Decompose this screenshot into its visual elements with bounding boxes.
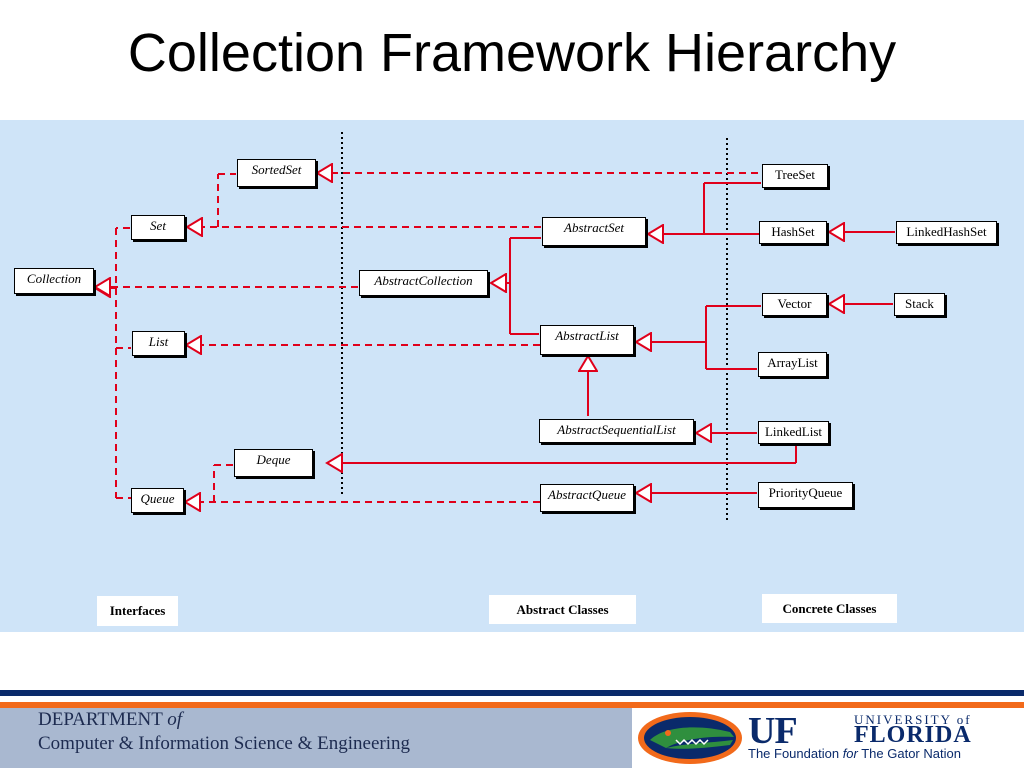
node-linkedhashset: LinkedHashSet <box>896 221 997 244</box>
department-banner: DEPARTMENT of Computer & Information Sci… <box>0 708 632 768</box>
gator-logo-icon <box>638 712 742 764</box>
node-arraylist: ArrayList <box>758 352 827 377</box>
uf-logo-area: UF UNIVERSITY of FLORIDA The Foundation … <box>632 708 1024 768</box>
section-label-abstract-classes: Abstract Classes <box>489 595 636 624</box>
node-list: List <box>132 331 185 356</box>
university-of-text: UNIVERSITY of <box>854 712 972 727</box>
department-line-1: DEPARTMENT of <box>38 709 182 731</box>
uf-monogram: UF <box>748 710 798 752</box>
node-vector: Vector <box>762 293 827 316</box>
department-line-2: Computer & Information Science & Enginee… <box>38 733 410 754</box>
node-abstractcollection: AbstractCollection <box>359 270 488 296</box>
node-abstractsequentiallist: AbstractSequentialList <box>539 419 694 443</box>
footer-stripe-blue <box>0 690 1024 696</box>
department-of: of <box>167 709 183 730</box>
tagline-part-1: The Foundation <box>748 746 843 761</box>
node-abstractqueue: AbstractQueue <box>540 484 634 512</box>
section-label-interfaces: Interfaces <box>97 596 178 626</box>
hierarchy-diagram: Collection Set SortedSet List Deque Queu… <box>0 120 1024 632</box>
diagram-connectors <box>0 132 895 520</box>
node-queue: Queue <box>131 488 184 513</box>
node-set: Set <box>131 215 185 240</box>
node-stack: Stack <box>894 293 945 316</box>
node-hashset: HashSet <box>759 221 827 244</box>
node-treeset: TreeSet <box>762 164 828 188</box>
uf-tagline: The Foundation for The Gator Nation <box>748 746 961 761</box>
section-label-concrete-classes: Concrete Classes <box>762 594 897 623</box>
tagline-for: for <box>842 746 858 761</box>
node-priorityqueue: PriorityQueue <box>758 482 853 508</box>
department-word: DEPARTMENT <box>38 709 163 730</box>
tagline-part-2: The Gator Nation <box>857 746 961 761</box>
florida-text: FLORIDA <box>854 722 972 748</box>
node-abstractlist: AbstractList <box>540 325 634 355</box>
node-linkedlist: LinkedList <box>758 421 829 444</box>
node-deque: Deque <box>234 449 313 477</box>
node-sortedset: SortedSet <box>237 159 316 187</box>
slide-title: Collection Framework Hierarchy <box>127 23 897 83</box>
node-collection: Collection <box>14 268 94 294</box>
node-abstractset: AbstractSet <box>542 217 646 246</box>
footer-stripe-orange <box>0 702 1024 708</box>
